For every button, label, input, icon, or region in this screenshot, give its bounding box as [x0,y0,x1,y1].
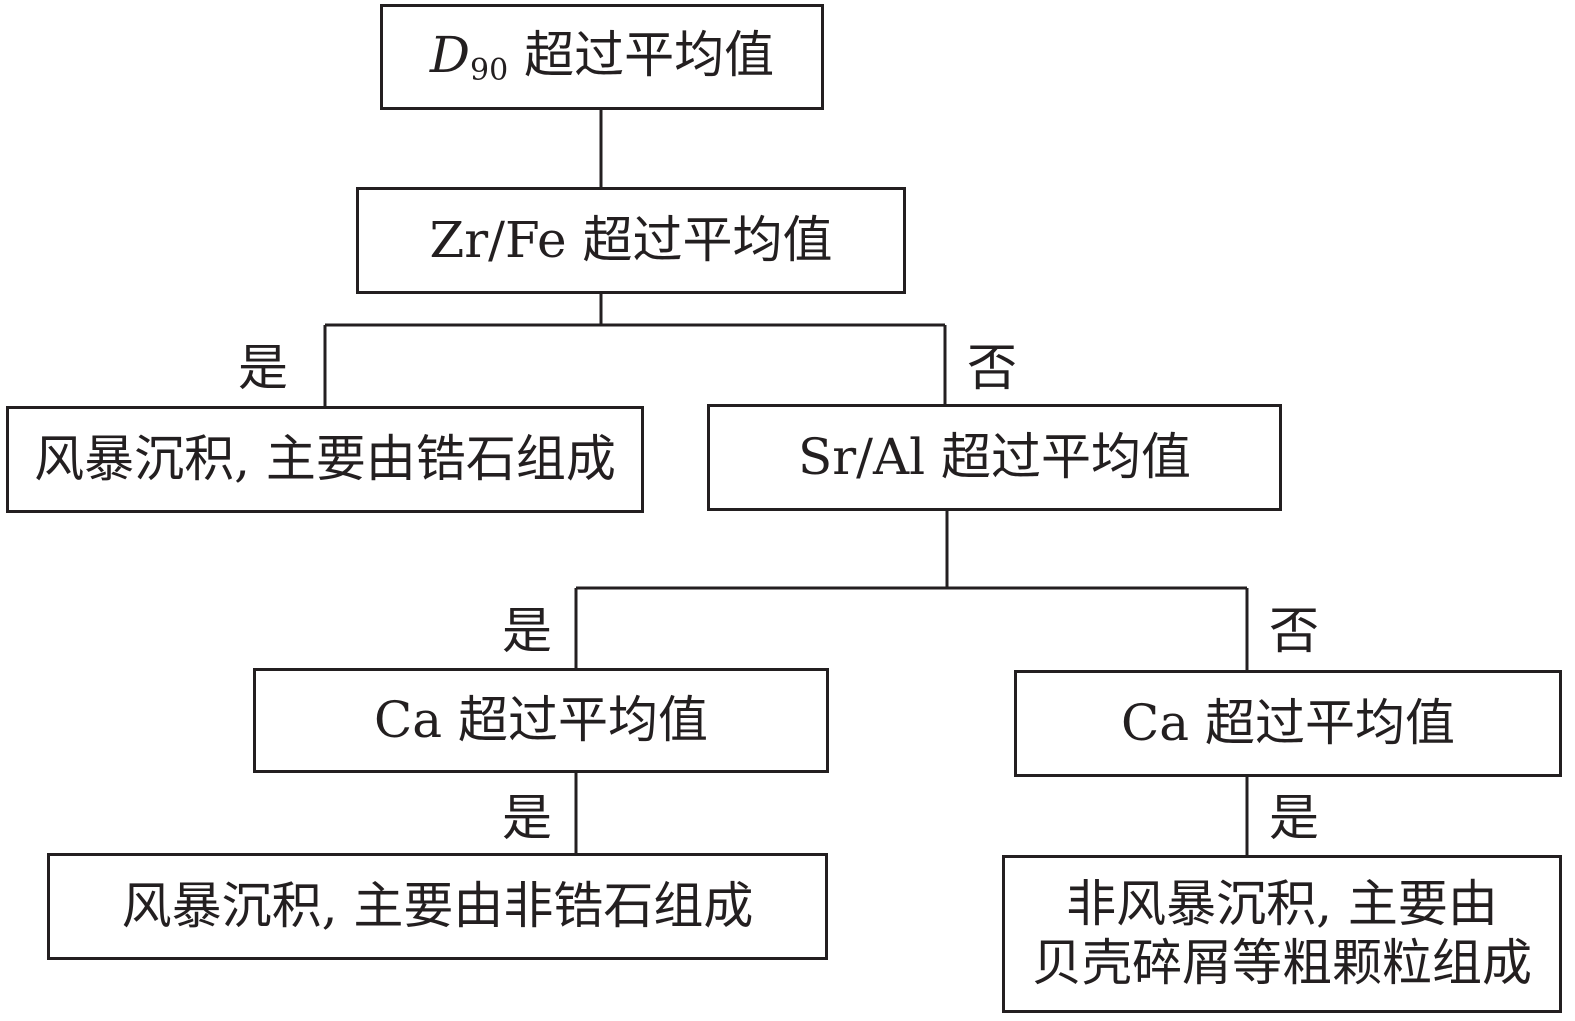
edge-label-yes-2: 是 [502,602,552,660]
node-zrfe: Zr/Fe 超过平均值 [356,187,906,294]
ca-right-label: Ca 超过平均值 [1121,694,1455,752]
node-sral: Sr/Al 超过平均值 [707,404,1282,511]
leaf-shell-line-2: 贝壳碎屑等粗颗粒组成 [1032,934,1532,992]
node-leaf-zircon: 风暴沉积, 主要由锆石组成 [6,406,644,513]
node-leaf-nonzircon: 风暴沉积, 主要由非锆石组成 [47,853,828,960]
zrfe-label: Zr/Fe 超过平均值 [429,211,833,269]
leaf-zircon-label: 风暴沉积, 主要由锆石组成 [34,430,616,488]
leaf-shell-label: 非风暴沉积, 主要由 贝壳碎屑等粗颗粒组成 [1032,875,1532,993]
edge-label-yes-1: 是 [238,339,288,397]
d90-text: 超过平均值 [524,25,775,84]
leaf-nonzircon-label: 风暴沉积, 主要由非锆石组成 [121,877,754,935]
node-leaf-shell: 非风暴沉积, 主要由 贝壳碎屑等粗颗粒组成 [1002,855,1562,1013]
d90-label: D90 超过平均值 [430,26,774,88]
edge-label-yes-4: 是 [1269,789,1319,847]
d90-variable: D [429,25,470,84]
node-d90: D90 超过平均值 [380,4,824,110]
sral-label: Sr/Al 超过平均值 [798,428,1191,486]
edge-label-no-1: 否 [967,339,1017,397]
d90-subscript: 90 [470,52,509,88]
edge-label-yes-3: 是 [502,789,552,847]
node-ca-left: Ca 超过平均值 [253,668,829,773]
leaf-shell-line-1: 非风暴沉积, 主要由 [1066,875,1498,933]
edge-label-no-2: 否 [1269,602,1319,660]
ca-left-label: Ca 超过平均值 [374,691,708,749]
node-ca-right: Ca 超过平均值 [1014,670,1562,777]
